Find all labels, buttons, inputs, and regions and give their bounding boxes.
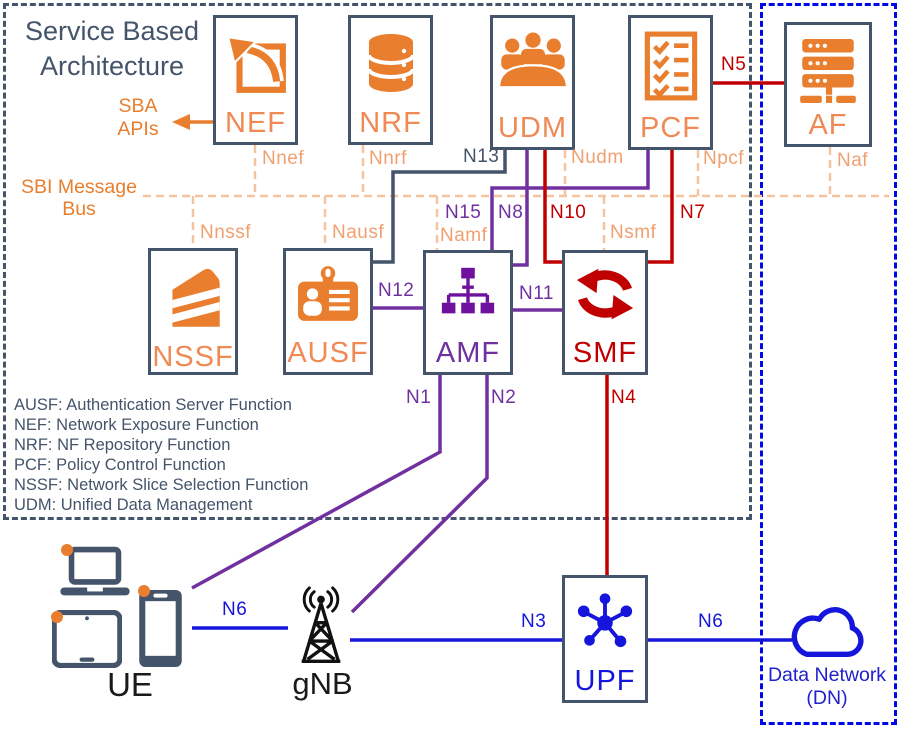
sba-apis-label: SBA APIs (117, 95, 159, 141)
id-badge-icon (294, 263, 362, 330)
if-label-nnssf: Nnssf (200, 222, 252, 243)
database-icon (359, 30, 423, 101)
legend-line-ausf: AUSF: Authentication Server Function (14, 396, 292, 414)
node-upf: UPF (562, 575, 648, 703)
if-label-n13: N13 (463, 146, 500, 167)
tablet-icon (52, 610, 122, 668)
if-label-n4: N4 (611, 387, 637, 408)
if-label-nudm: Nudm (571, 147, 624, 168)
phone-notification-dot (138, 585, 150, 597)
network-hub-icon (574, 590, 636, 655)
legend-line-nssf: NSSF: Network Slice Selection Function (14, 476, 309, 494)
if-label-nnrf: Nnrf (369, 148, 407, 169)
node-label-nrf: NRF (359, 106, 422, 139)
data-network-label: Data Network (DN) (767, 664, 887, 710)
if-label-nsmf: Nsmf (610, 222, 657, 243)
user-group-icon (497, 30, 568, 99)
if-label-n3: N3 (521, 611, 547, 632)
node-smf: SMF (562, 250, 648, 375)
smartphone-icon (139, 590, 182, 667)
if-label-n7: N7 (680, 202, 706, 223)
laptop-icon (60, 546, 130, 596)
legend-line-udm: UDM: Unified Data Management (14, 496, 253, 514)
node-label-ausf: AUSF (287, 336, 369, 369)
checklist-icon (642, 30, 700, 107)
if-label-n8: N8 (498, 202, 524, 223)
node-udm: UDM (490, 15, 575, 150)
node-label-smf: SMF (572, 336, 638, 369)
node-label-af: AF (808, 109, 848, 141)
node-label-upf: UPF (574, 664, 636, 697)
node-nssf: NSSF (148, 248, 238, 375)
node-ausf: AUSF (283, 248, 373, 375)
cake-slice-icon (160, 263, 226, 342)
diagram-title: Service Based Architecture (24, 16, 200, 82)
node-nrf: NRF (348, 15, 433, 145)
if-label-n12: N12 (378, 280, 415, 301)
cloud-icon (791, 607, 864, 657)
node-nef: NEF (213, 15, 298, 145)
ue-label: UE (107, 666, 153, 703)
abbreviation-legend: AUSF: Authentication Server Function NEF… (14, 395, 308, 515)
if-label-nnef: Nnef (262, 148, 305, 169)
tablet-notification-dot (51, 611, 63, 623)
node-af: AF (784, 22, 872, 147)
node-label-udm: UDM (497, 111, 568, 144)
legend-line-nrf: NRF: NF Repository Function (14, 436, 231, 454)
node-label-pcf: PCF (640, 111, 701, 144)
if-label-namf: Namf (440, 225, 488, 246)
node-label-amf: AMF (435, 336, 501, 369)
org-chart-icon (437, 265, 499, 326)
export-arrow-icon (223, 30, 289, 101)
if-label-nausf: Nausf (332, 222, 385, 243)
data-network-boundary (760, 3, 897, 725)
legend-line-pcf: PCF: Policy Control Function (14, 456, 226, 474)
if-label-n6-ue: N6 (222, 599, 248, 620)
if-label-n1: N1 (406, 387, 432, 408)
if-label-n15: N15 (445, 202, 482, 223)
radio-tower-icon (301, 586, 341, 664)
sync-arrows-icon (575, 265, 635, 328)
node-amf: AMF (423, 250, 513, 375)
node-label-nef: NEF (225, 106, 286, 139)
if-label-n11: N11 (519, 283, 554, 304)
server-stack-icon (795, 37, 861, 110)
node-pcf: PCF (628, 15, 713, 150)
if-label-n2: N2 (491, 387, 517, 408)
if-label-n6-dn: N6 (698, 611, 724, 632)
legend-line-nef: NEF: Network Exposure Function (14, 416, 259, 434)
if-label-n5: N5 (721, 54, 747, 75)
if-label-n10: N10 (550, 202, 587, 223)
laptop-notification-dot (61, 544, 73, 556)
if-label-naf: Naf (837, 150, 869, 171)
sbi-message-bus-label: SBI Message Bus (21, 176, 137, 221)
if-label-npcf: Npcf (703, 148, 745, 169)
node-label-nssf: NSSF (152, 341, 234, 373)
gnb-label: gNB (292, 666, 353, 701)
